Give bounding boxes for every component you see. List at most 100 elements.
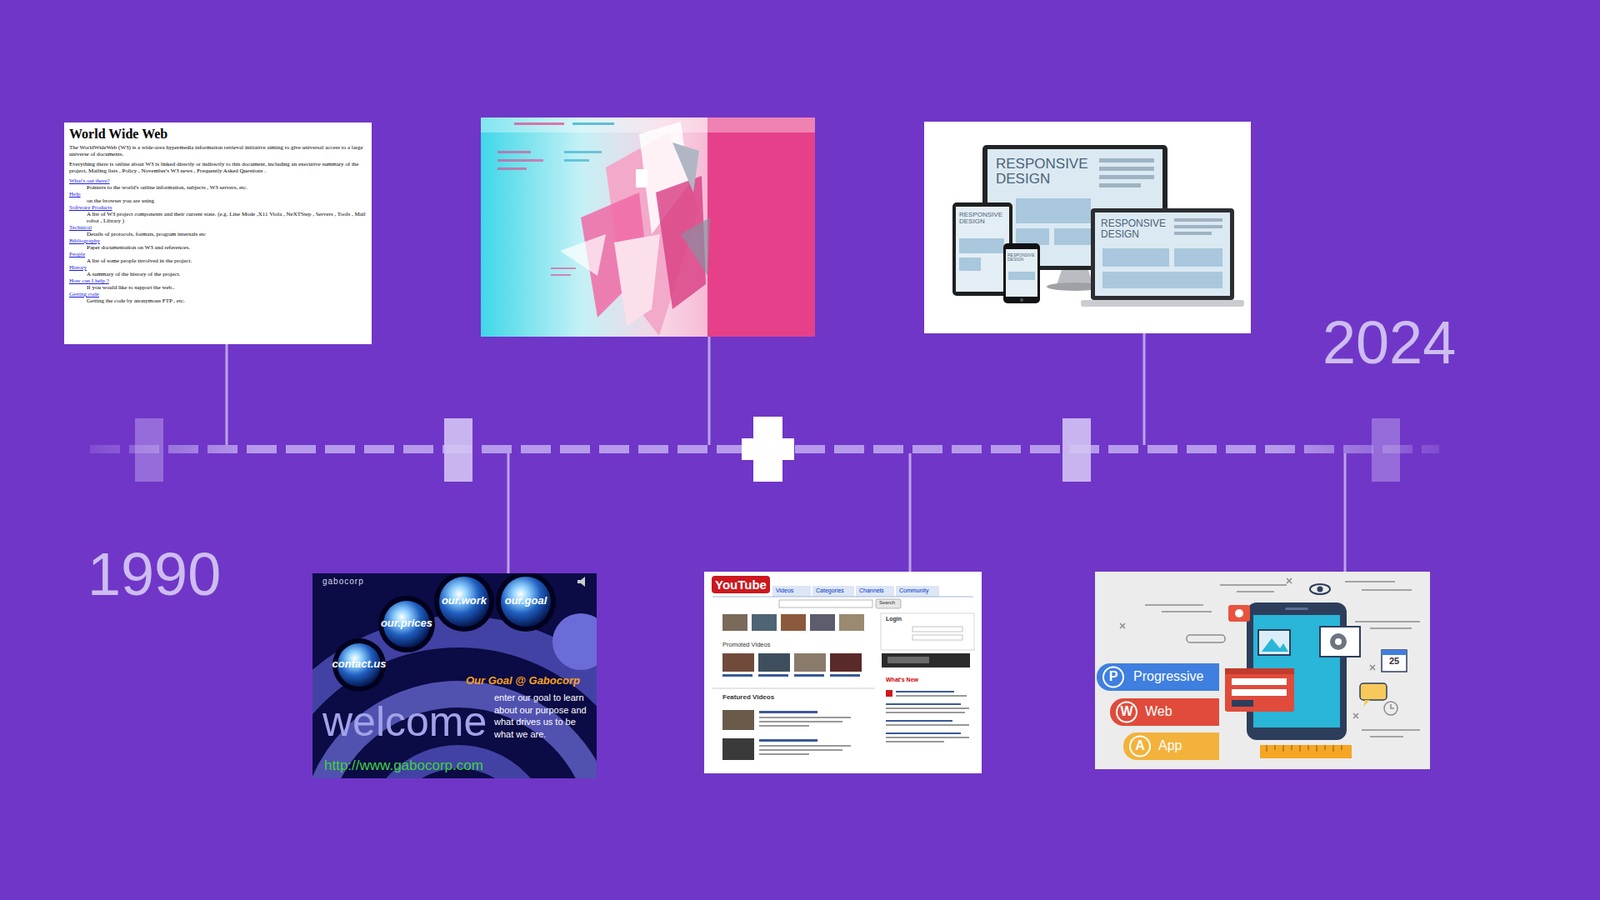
pwa-illustration (1145, 604, 1204, 606)
menu-label: contact.us (321, 658, 397, 671)
tab-label: Community (899, 587, 929, 595)
badge-label: App (1158, 738, 1182, 754)
pink-screenshot (480, 117, 815, 337)
heading-text: Our Goal @ Gabocorp (465, 675, 580, 688)
responsive-illustration (1003, 243, 1040, 304)
youtube-screenshot (885, 732, 961, 735)
responsive-illustration (1015, 198, 1091, 224)
pwa-illustration (1353, 713, 1359, 719)
www-screenshot (64, 122, 372, 345)
year-label: 1990 (87, 541, 221, 608)
responsive-illustration (1174, 248, 1223, 267)
pink-screenshot (480, 117, 815, 337)
body-text: Getting the code by anonymous FTP , etc. (86, 297, 367, 305)
pwa-illustration (1095, 571, 1430, 770)
pwa-illustration (1333, 745, 1335, 752)
link-text: Software Products (69, 204, 367, 211)
pink-screenshot (497, 167, 527, 170)
responsive-illustration (959, 257, 981, 271)
pwa-illustration (1258, 630, 1290, 655)
section-heading: Featured Videos (722, 693, 775, 701)
responsive-illustration (1005, 249, 1038, 297)
leader-lines (909, 453, 912, 572)
responsive-illustration (1102, 271, 1223, 289)
pink-screenshot (635, 169, 648, 188)
responsive-illustration (1099, 183, 1141, 188)
pwa-illustration (1310, 584, 1330, 595)
pwa-illustration (1225, 668, 1295, 712)
youtube-screenshot (722, 614, 748, 631)
youtube-screenshot (885, 690, 893, 697)
pwa-illustration (1228, 605, 1250, 622)
leader-lines (1143, 333, 1146, 445)
responsive-illustration (1090, 208, 1235, 300)
youtube-screenshot (704, 571, 982, 774)
pwa-illustration (1317, 586, 1324, 593)
link-text: Help (69, 190, 367, 198)
pwa-illustration (1110, 698, 1220, 726)
youtube-screenshot (780, 614, 806, 631)
button-label: Search (879, 600, 895, 606)
link-text: What's out there? (69, 177, 367, 185)
pwa-illustration (1266, 745, 1268, 752)
body-text: on the browser you are using (86, 197, 367, 205)
youtube-screenshot (759, 749, 843, 751)
youtube-screenshot (885, 707, 970, 710)
leader-lines (225, 344, 229, 445)
screen-text: RESPONSIVE DESIGN (995, 156, 1089, 187)
body-text: The WorldWideWeb (W3) is a wide-area hyp… (69, 144, 367, 158)
youtube-screenshot (855, 585, 895, 597)
tab-label: Channels (859, 587, 885, 595)
youtube-screenshot (759, 739, 818, 742)
pwa-illustration (1266, 745, 1342, 752)
pwa-illustration (1220, 584, 1287, 586)
youtube-screenshot (912, 626, 963, 632)
responsive-illustration (1095, 212, 1230, 296)
link-text: Getting code (69, 290, 367, 298)
badge-letter: W (1116, 704, 1137, 720)
pwa-illustration (1275, 745, 1276, 750)
link-text: Bibliography (69, 237, 367, 245)
youtube-screenshot (712, 688, 875, 690)
youtube-screenshot (722, 710, 755, 730)
youtube-screenshot (722, 653, 755, 672)
pink-screenshot (497, 150, 531, 154)
link-text: History (69, 264, 367, 271)
responsive-illustration (1099, 158, 1155, 163)
tab-label: Categories (815, 587, 845, 595)
responsive-illustration (1102, 248, 1170, 267)
body-text: A summary of the history of the project. (86, 270, 367, 278)
pwa-illustration (1120, 578, 1420, 752)
youtube-screenshot (779, 600, 873, 608)
pwa-illustration (1381, 650, 1407, 655)
badge-label: Web (1145, 704, 1173, 720)
youtube-screenshot (887, 656, 930, 664)
pwa-illustration (1103, 667, 1124, 688)
youtube-screenshot (881, 653, 970, 668)
body-text: A list of some people involved in the pr… (86, 257, 367, 265)
pwa-illustration (1095, 571, 1430, 770)
pwa-illustration (1235, 609, 1244, 618)
responsive-card: RESPONSIVE DESIGNRESPONSIVE DESIGNRESPON… (924, 121, 1251, 334)
year-label: 2024 (1322, 310, 1456, 376)
youtube-screenshot (875, 599, 901, 609)
pwa-illustration (1231, 700, 1254, 707)
youtube-screenshot (912, 635, 963, 640)
pwa-illustration (1260, 745, 1352, 759)
youtube-screenshot (751, 614, 777, 631)
pwa-illustration (1361, 729, 1420, 731)
pwa-illustration (1186, 635, 1225, 643)
timeline (444, 418, 473, 482)
pink-screenshot (560, 234, 606, 276)
watermark-text: welcome (322, 698, 487, 747)
youtube-screenshot (880, 613, 975, 650)
pwa-illustration (1384, 701, 1398, 715)
pwa-illustration (1335, 638, 1342, 645)
youtube-screenshot (839, 614, 865, 631)
tab-label: Videos (775, 587, 794, 595)
pwa-illustration (1116, 702, 1137, 723)
pwa-illustration (1316, 745, 1318, 752)
youtube-screenshot (759, 725, 810, 727)
gabocorp-screenshot (577, 576, 585, 587)
